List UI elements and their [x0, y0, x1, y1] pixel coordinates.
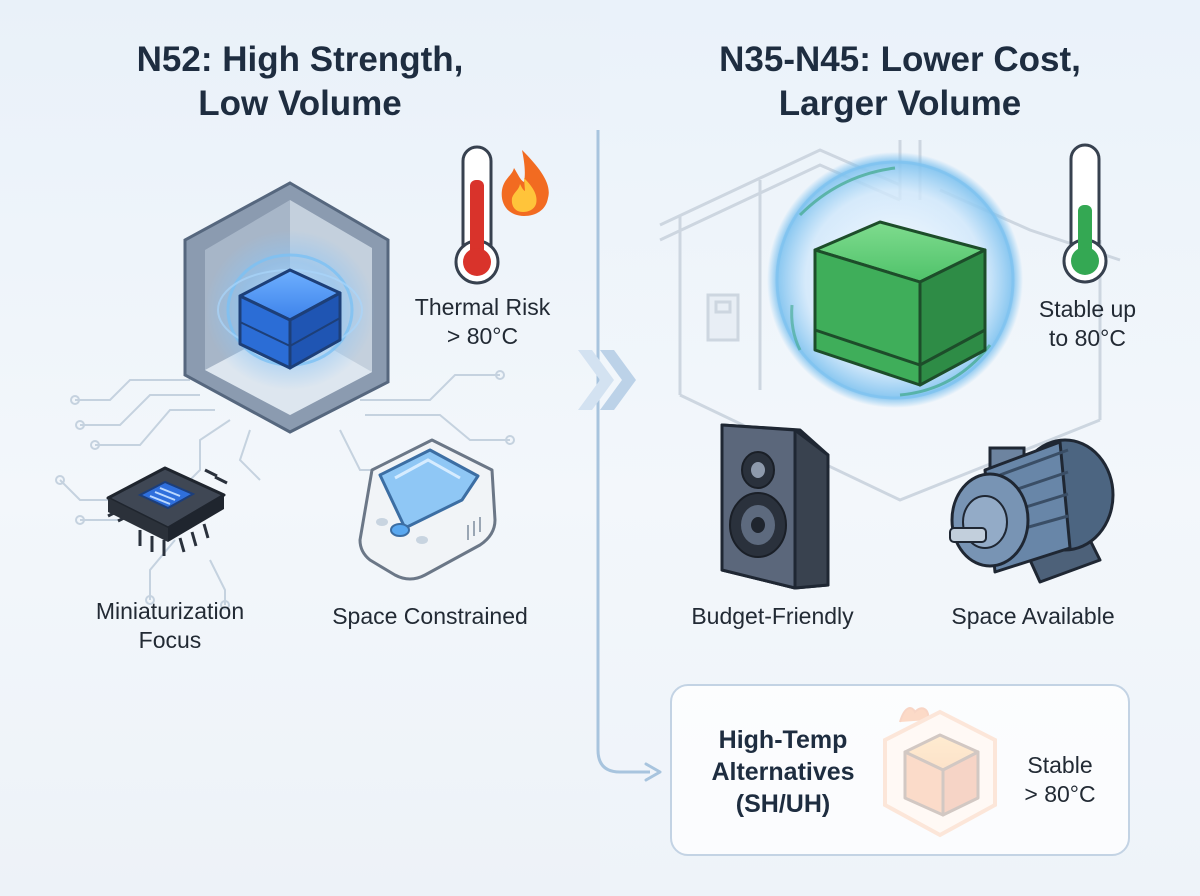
flow-connector — [596, 130, 662, 782]
circuit-traces — [55, 370, 515, 610]
high-temp-alternatives-title: High-Temp Alternatives (SH/UH) — [711, 726, 855, 818]
n35-magnet-cube — [813, 220, 987, 387]
space-available-label: Space Available — [951, 603, 1115, 629]
microchip-icon — [106, 466, 228, 556]
miniaturization-label: Miniaturization Focus — [95, 598, 245, 653]
electric-motor-icon — [949, 438, 1115, 584]
stable-above-80-label: Stable > 80°C — [1024, 752, 1096, 807]
handheld-device-icon — [358, 438, 497, 581]
speaker-icon — [720, 423, 830, 590]
flame-icon — [501, 150, 549, 216]
n35-title: N35-N45: Lower Cost, Larger Volume — [719, 40, 1081, 123]
thermal-risk-label: Thermal Risk > 80°C — [414, 294, 551, 349]
left-panel — [0, 0, 600, 896]
thermometer-hot-icon — [454, 145, 500, 285]
n52-title: N52: High Strength, Low Volume — [136, 40, 464, 123]
budget-friendly-label: Budget-Friendly — [691, 603, 854, 629]
high-temp-alternatives-box — [670, 684, 1130, 856]
stable-up-to-80-label: Stable up to 80°C — [1038, 296, 1137, 351]
thermometer-ok-icon — [1062, 143, 1108, 284]
chevron-right-icon — [578, 350, 636, 410]
space-constrained-label: Space Constrained — [332, 603, 528, 629]
n52-magnet-cube — [238, 268, 342, 370]
